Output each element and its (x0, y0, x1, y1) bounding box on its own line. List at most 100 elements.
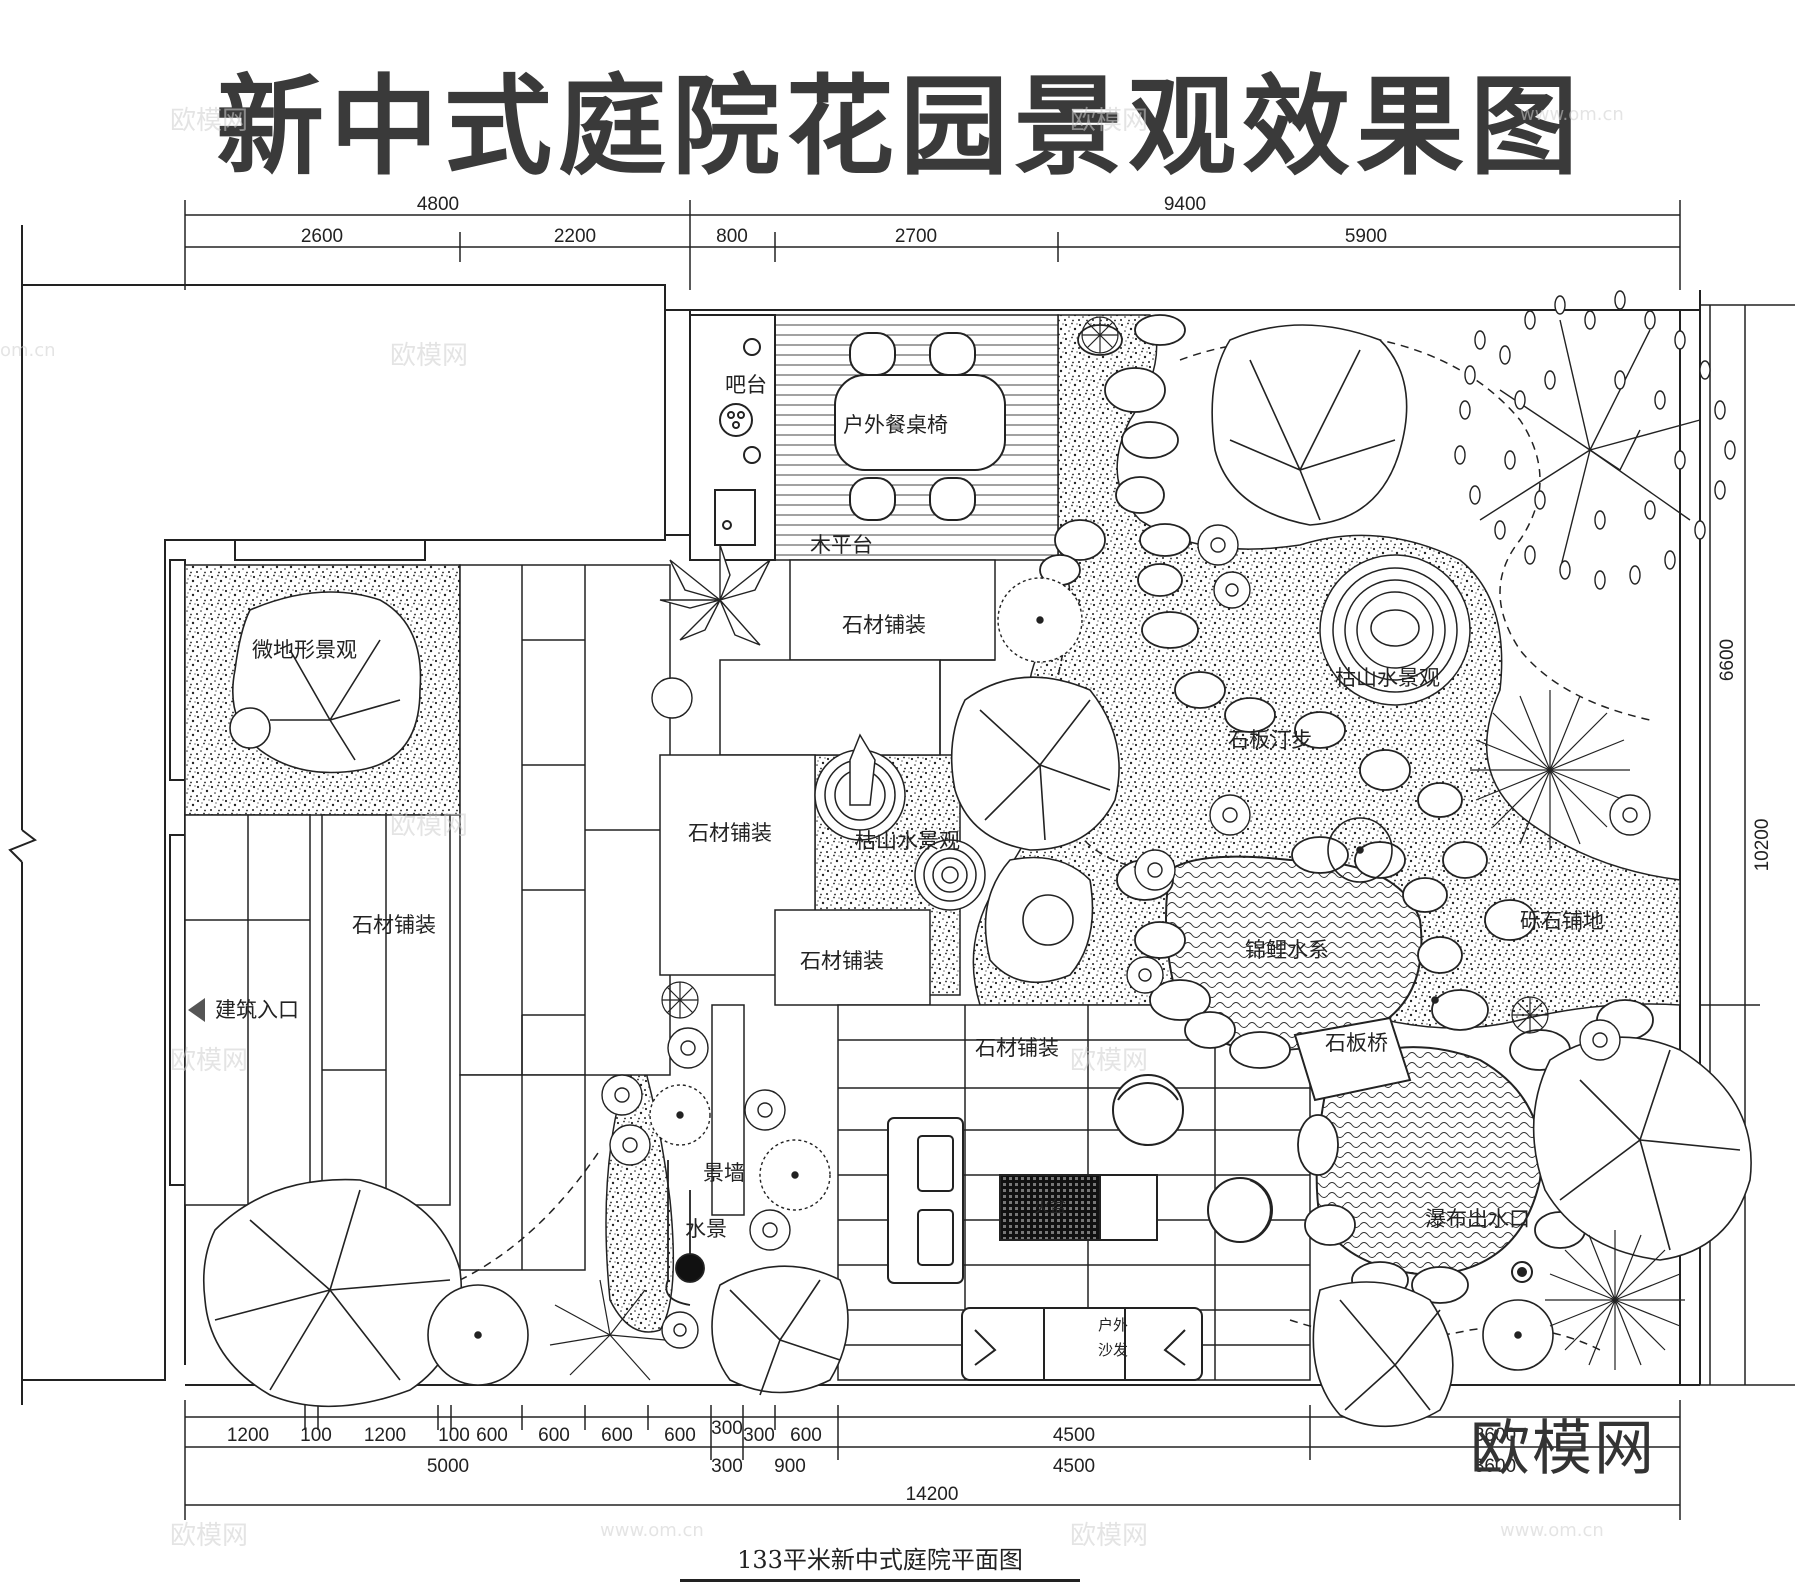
label-stone-paving-5: 石材铺装 (975, 1036, 1059, 1060)
dim-top-part-1: 2600 (301, 226, 343, 247)
dim-bottom-3: 1200 (364, 1425, 406, 1446)
dim-top-total-1: 4800 (417, 194, 459, 215)
label-koi-pond: 锦鲤水系 (1245, 938, 1329, 962)
entrance-arrow-icon (188, 998, 205, 1022)
dim-bottom-1: 1200 (227, 1425, 269, 1446)
water-feature (665, 1160, 705, 1306)
watermark: 欧模网 (170, 106, 249, 136)
fire-table (999, 1174, 1101, 1241)
tree-bottom-center (711, 1265, 849, 1396)
stone-bridge (1293, 1016, 1412, 1102)
tree-micro-terrain (232, 591, 422, 774)
label-stepping-stones: 石板汀步 (1228, 728, 1312, 752)
leafy-shrub (649, 1084, 711, 1146)
dining-chair (849, 477, 896, 521)
wood-deck (774, 314, 1059, 561)
leafy-shrub (997, 577, 1083, 663)
dim-top-part-5: 5900 (1345, 226, 1387, 247)
dim-bottom-11: 600 (790, 1425, 822, 1446)
flower-shrub (1609, 794, 1651, 836)
watermark-url: www.om.cn (1500, 1520, 1604, 1541)
dim-bottom-8: 600 (664, 1425, 696, 1446)
watermark: 欧模网 (1070, 1046, 1149, 1076)
dim-right-total: 10200 (1752, 819, 1773, 872)
dim-bottom2-4: 4500 (1053, 1456, 1095, 1477)
label-sofa-1: 户外 (1098, 1316, 1128, 1334)
label-fire-table: 火盆 (1034, 1197, 1066, 1216)
plan-labels: 吧台 户外餐桌椅 木平台 微地形景观 石材铺装 石材铺装 石材铺装 石材铺装 石… (215, 373, 1604, 1359)
label-landscape-wall: 景墙 (703, 1161, 745, 1185)
umbrella-plant (1511, 996, 1549, 1034)
umbrella-plant (661, 981, 699, 1019)
top-dimension-lines (184, 200, 1681, 290)
brand-logo-text: 欧模网 (1470, 1414, 1656, 1484)
tree-middle-shadow (984, 856, 1094, 983)
label-stone-paving-2: 石材铺装 (688, 821, 772, 845)
label-entrance: 建筑入口 (215, 998, 299, 1022)
drawing-caption: 133平米新中式庭院平面图 (737, 1546, 1023, 1574)
bar-stool (743, 338, 761, 356)
dim-bottom-10: 300 (743, 1425, 775, 1446)
dim-top-part-2: 2200 (554, 226, 596, 247)
label-dining: 户外餐桌椅 (843, 413, 948, 437)
watermark: 欧模网 (390, 341, 469, 371)
leafy-shrub (759, 1139, 831, 1211)
round-chair (1207, 1177, 1273, 1243)
dim-right-1: 6600 (1717, 639, 1738, 681)
stone-paving (184, 559, 1311, 1381)
watermark-url: om.cn (0, 340, 56, 361)
dining-table (834, 374, 1006, 471)
dim-bottom-5: 600 (476, 1425, 508, 1446)
dim-top-part-3: 800 (716, 226, 748, 247)
waterfall-pond (1315, 1046, 1543, 1277)
dim-bottom-4: 100 (438, 1425, 470, 1446)
bottom-dimension-text: 1200 100 1200 100 600 600 600 600 300 30… (227, 1418, 1516, 1505)
tree-bottom-left (202, 1178, 463, 1408)
dim-bottom-2: 100 (300, 1425, 332, 1446)
ponds (1165, 855, 1543, 1283)
label-dry-landscape-small: 枯山水景观 (855, 829, 960, 853)
watermark: 欧模网 (1070, 106, 1149, 136)
umbrella-plant (1081, 316, 1119, 354)
dim-top-total-2: 9400 (1164, 194, 1206, 215)
watermark-url: www.om.cn (600, 1520, 704, 1541)
label-bar: 吧台 (725, 373, 767, 397)
bar-stool (743, 446, 761, 464)
flower-shrub (661, 1311, 699, 1349)
pine-shrub-right (1470, 690, 1630, 850)
flower-shrub (749, 1209, 791, 1251)
tree-bottom-right (1312, 1281, 1454, 1428)
dim-bottom-9: 300 (711, 1418, 743, 1439)
dining-chair (929, 332, 976, 376)
label-deck: 木平台 (810, 533, 873, 557)
watermark: 欧模网 (390, 811, 469, 841)
label-sofa-2: 沙发 (1098, 1341, 1128, 1359)
fruit-bowl (719, 403, 753, 437)
dry-landscape-small (814, 733, 986, 911)
dim-bottom2-5: 3600 (1474, 1456, 1516, 1477)
watermark-url: www.om.cn (1520, 104, 1624, 125)
leaf-cluster (659, 544, 771, 646)
dim-bottom2-2: 300 (711, 1456, 743, 1477)
tree-canopy-leafy (1454, 290, 1736, 590)
outdoor-furniture (887, 1074, 1273, 1381)
caption-block: 133平米新中式庭院平面图 (680, 1540, 1080, 1582)
dim-bottom-6: 600 (538, 1425, 570, 1446)
flower-shrub (1126, 956, 1164, 994)
dim-bottom-13: 3600 (1474, 1425, 1516, 1446)
fern-shrub-bottom (549, 1279, 666, 1381)
flower-shrub (609, 1124, 651, 1166)
bar-area (689, 314, 776, 561)
tree-crown (1211, 324, 1408, 526)
label-stone-bridge: 石板桥 (1325, 1031, 1388, 1055)
dim-top-part-4: 2700 (895, 226, 937, 247)
flower-shrub (1579, 1019, 1621, 1061)
label-stone-paving-3: 石材铺装 (352, 913, 436, 937)
watermark: 欧模网 (170, 1046, 249, 1076)
shrub-radial (549, 316, 1685, 1381)
label-stone-paving-4: 石材铺装 (800, 949, 884, 973)
outdoor-sofa (961, 1307, 1203, 1381)
plant-pot (651, 677, 693, 719)
watermark: 欧模网 (1070, 1521, 1149, 1551)
label-gravel: 砾石铺地 (1520, 909, 1604, 933)
